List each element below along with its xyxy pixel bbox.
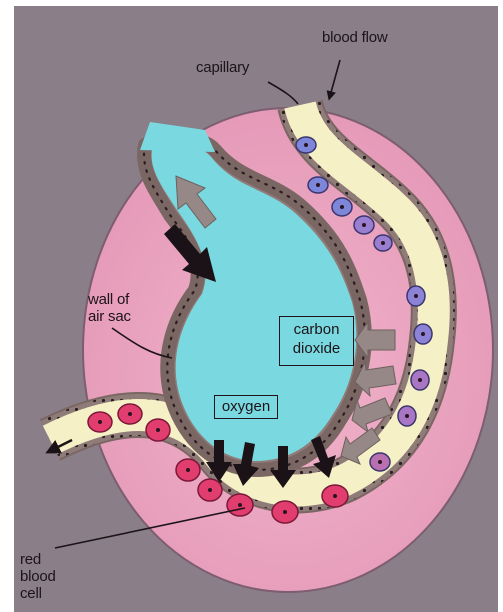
wall-of-air-sac-label: wall of air sac (88, 291, 131, 326)
blood-flow-label: blood flow (322, 30, 388, 47)
oxygen-label: oxygen (214, 395, 278, 419)
capillary-label: capillary (196, 60, 249, 77)
carbon-dioxide-label: carbon dioxide (279, 316, 354, 366)
red-blood-cell-label: red blood cell (20, 552, 56, 602)
